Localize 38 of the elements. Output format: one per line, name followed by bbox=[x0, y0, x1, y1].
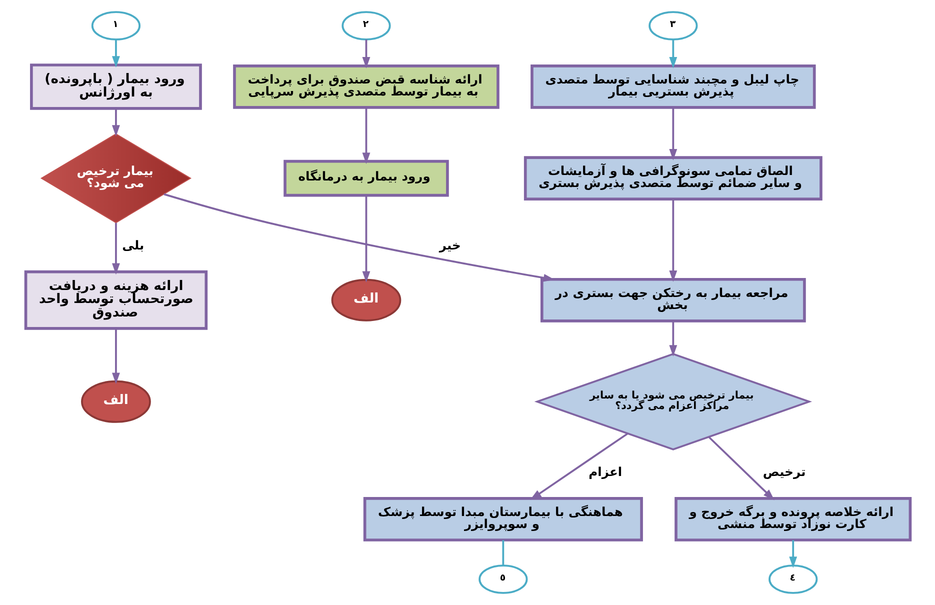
node-box: ارائه شناسه قبض صندوق برای پرداخت به بیمار توسط متصدی پذیرش سرپایی bbox=[232, 64, 499, 109]
node-box: چاپ لیبل و مچبند شناسایی توسط متصدی پذیرش بستریی بیمار bbox=[530, 64, 816, 109]
node-diamond: بیمار ترخیص می شود یا به سایر مراکز اعزام می گردد؟ bbox=[534, 352, 812, 450]
arrow bbox=[708, 436, 774, 500]
node-ellipse: ٢ bbox=[341, 11, 390, 40]
node-ellipse: ١ bbox=[90, 11, 140, 40]
arrow bbox=[362, 108, 370, 164]
node-box: ورود بیمار ( باپرونده) به اورژانس bbox=[30, 64, 202, 110]
edge-label: خیر bbox=[438, 238, 460, 253]
node-box: الصاق تمامی سونوگرافی ها و آزمایشات و سایر ضمائم توسط متصدی پذیرش بستری bbox=[523, 156, 822, 200]
node-box: هماهنگی با بیمارستان مبدا توسط پزشک و سوپروایزر bbox=[362, 497, 642, 542]
arrow bbox=[112, 108, 120, 137]
node-box: ارائه خلاصه پرونده و برگه خروج و کارت نوزاد توسط منشی bbox=[674, 497, 912, 542]
arrow bbox=[668, 40, 677, 68]
connector bbox=[502, 540, 504, 566]
node-box: مراجعه بیمار به رختکن جهت بستری در بخش bbox=[540, 278, 806, 322]
node-box: ورود بیمار به درمانگاه bbox=[283, 160, 448, 197]
edge-label: بلی bbox=[122, 238, 144, 253]
arrow bbox=[530, 432, 628, 500]
arrow bbox=[668, 108, 677, 160]
arrow bbox=[163, 193, 554, 282]
arrow bbox=[362, 40, 370, 68]
node-ellipse: ٤ bbox=[768, 564, 818, 594]
arrow bbox=[668, 321, 677, 356]
node-ellipse: الف bbox=[330, 278, 401, 322]
arrow bbox=[112, 328, 120, 384]
node-ellipse: ٥ bbox=[478, 564, 528, 594]
node-diamond: بیمار ترخیص می شود؟ bbox=[40, 133, 191, 224]
arrow bbox=[668, 199, 677, 282]
node-ellipse: الف bbox=[80, 380, 150, 423]
arrow bbox=[362, 195, 370, 283]
edge-label: ترخیص bbox=[762, 465, 806, 480]
arrow bbox=[788, 540, 797, 568]
edge-label: اعزام bbox=[588, 465, 622, 480]
node-ellipse: ٣ bbox=[648, 11, 698, 40]
node-box: ارائه هزینه و دریافت صورتحساب توسط واحد صندوق bbox=[24, 270, 208, 330]
arrow bbox=[112, 222, 120, 275]
arrow bbox=[112, 40, 120, 68]
